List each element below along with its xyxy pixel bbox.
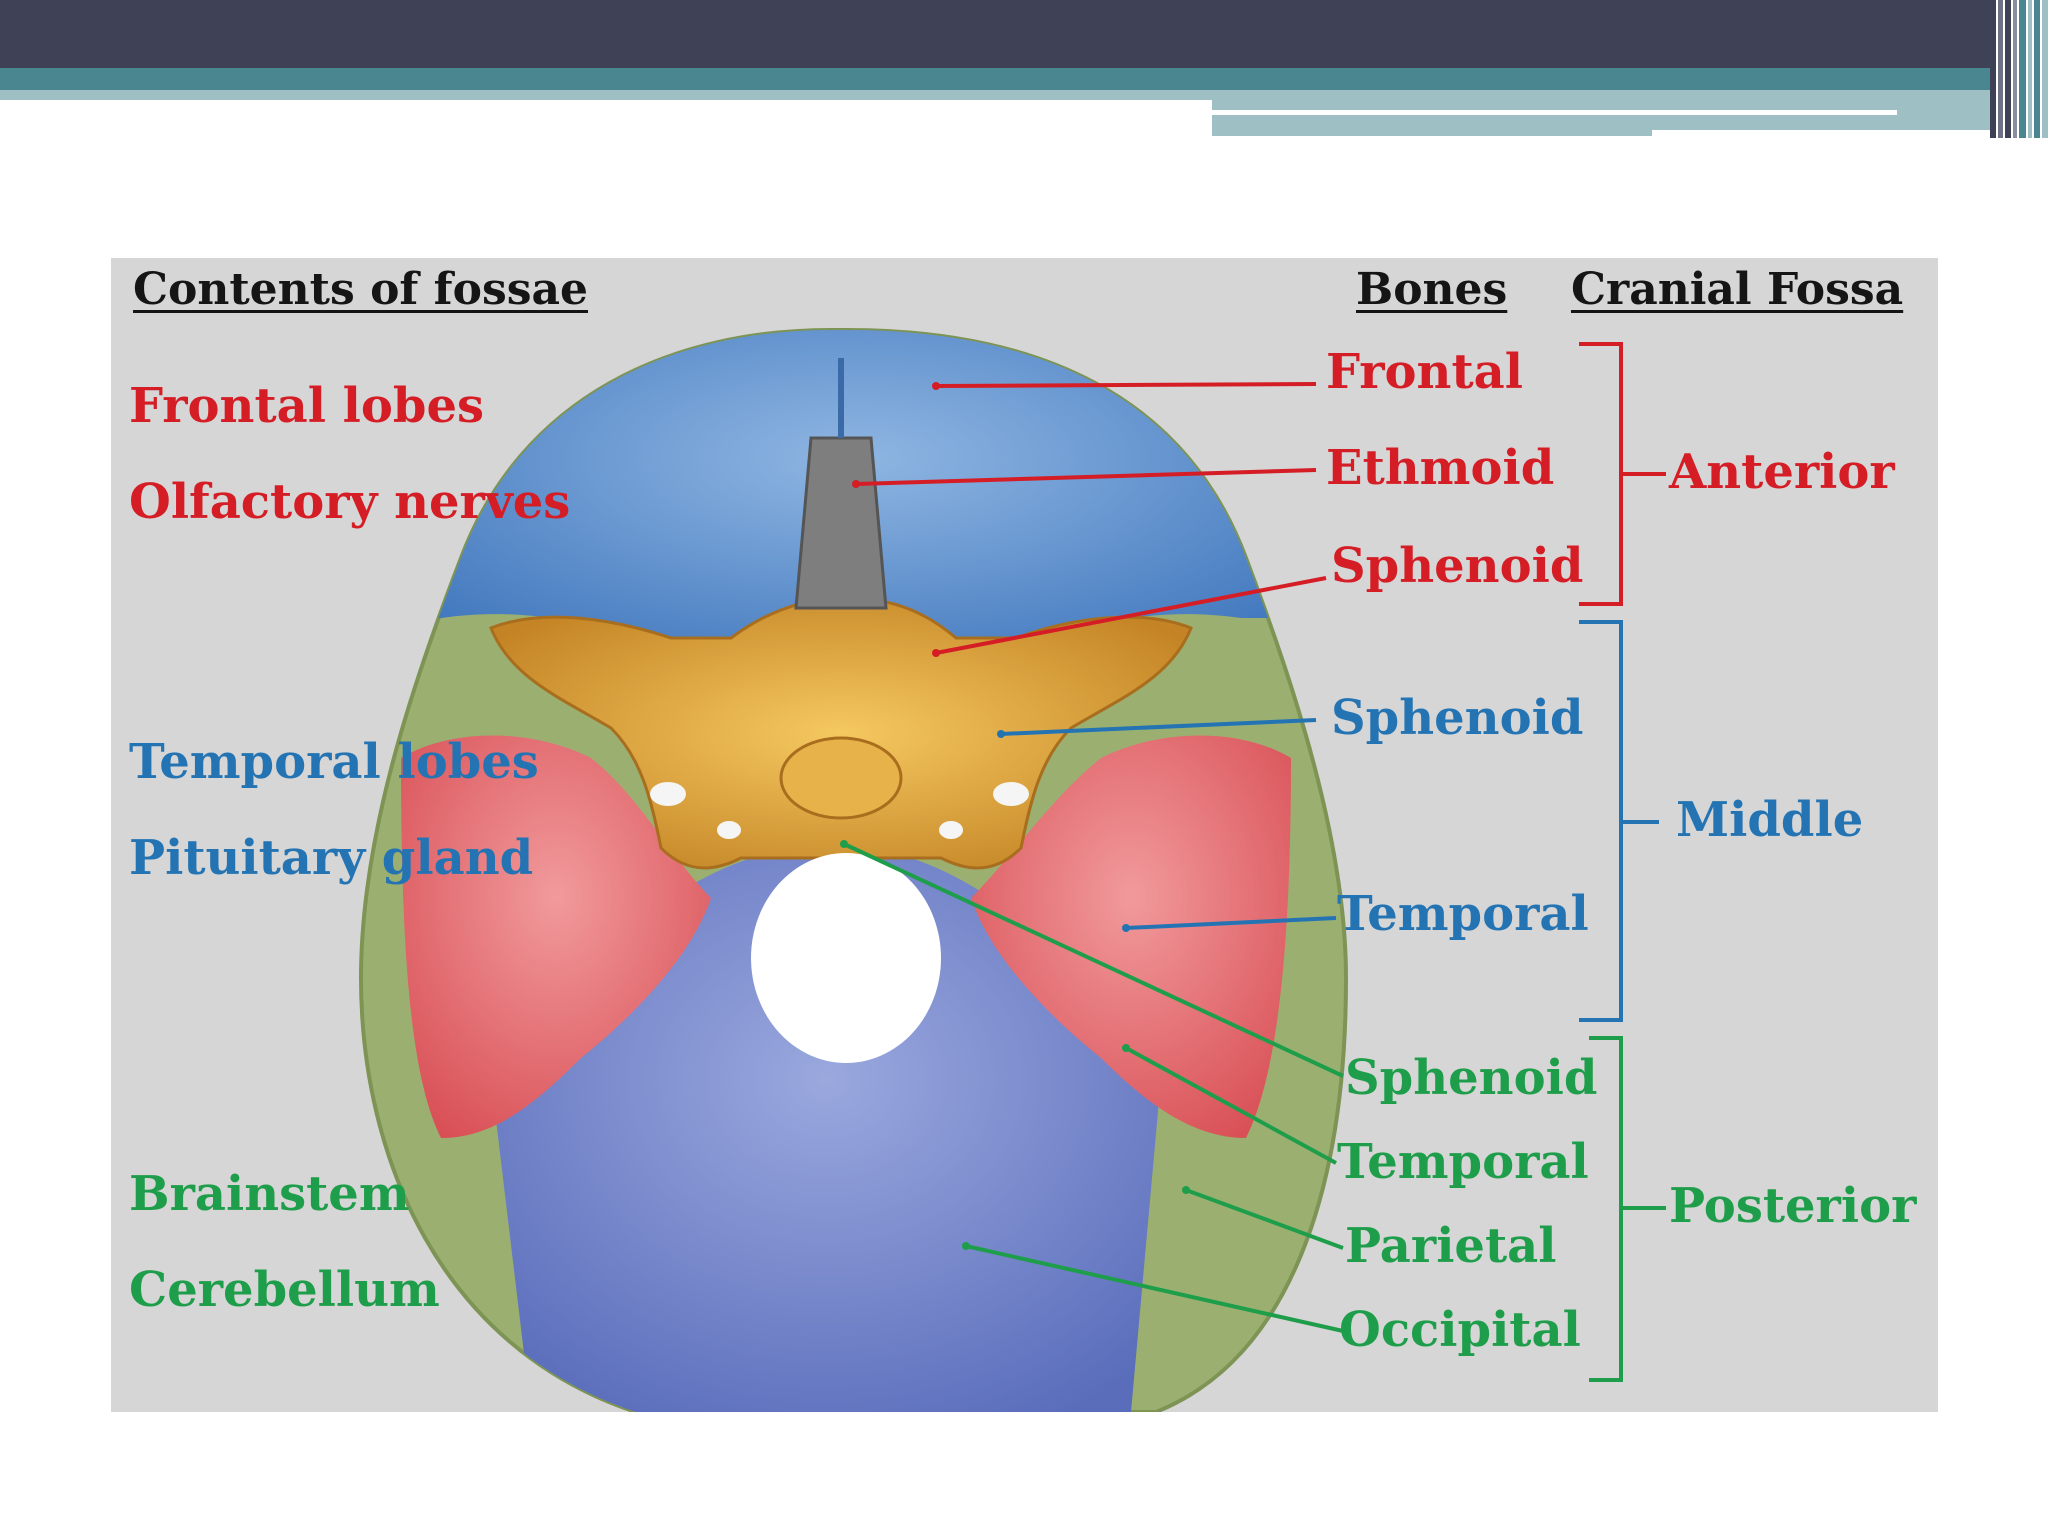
fossa-posterior: Posterior <box>1669 1178 1917 1234</box>
bone-anterior-sphenoid: Sphenoid <box>1331 538 1584 594</box>
sella-turcica <box>779 736 903 820</box>
ethmoid-bone <box>794 436 888 610</box>
foramen-magnum <box>751 853 941 1063</box>
skull-base-illustration <box>358 327 1666 1412</box>
fossa-anterior: Anterior <box>1669 444 1895 500</box>
bones-header: Bones <box>1356 264 1508 315</box>
bone-anterior-ethmoid: Ethmoid <box>1326 440 1555 496</box>
bone-middle-sphenoid: Sphenoid <box>1331 690 1584 746</box>
accent-band-notch <box>1652 130 1990 136</box>
bone-posterior-parietal: Parietal <box>1345 1218 1557 1274</box>
content-cerebellum: Cerebellum <box>129 1262 440 1318</box>
occipital-bone <box>491 858 1161 1412</box>
bone-posterior-occipital: Occipital <box>1339 1302 1581 1358</box>
content-olfactory-nerves: Olfactory nerves <box>129 474 571 530</box>
bone-posterior-temporal: Temporal <box>1337 1134 1589 1190</box>
content-brainstem: Brainstem <box>129 1166 410 1222</box>
accent-band <box>0 68 1990 90</box>
title-bar <box>0 0 1990 68</box>
bone-middle-temporal: Temporal <box>1337 886 1589 942</box>
accent-band-line <box>1212 110 1897 115</box>
accent-band-light <box>0 90 1212 100</box>
bone-posterior-sphenoid: Sphenoid <box>1345 1050 1598 1106</box>
cranial-fossae-diagram: Contents of fossae Bones Cranial Fossa F… <box>111 258 1938 1412</box>
bone-anterior-frontal: Frontal <box>1326 344 1523 400</box>
fossa-header: Cranial Fossa <box>1571 264 1904 315</box>
content-temporal-lobes: Temporal lobes <box>129 734 539 790</box>
fossa-middle: Middle <box>1676 792 1864 848</box>
temporal-bone-right <box>971 735 1291 1138</box>
temporal-bone-left <box>401 735 711 1138</box>
contents-header: Contents of fossae <box>133 264 588 315</box>
content-pituitary-gland: Pituitary gland <box>129 830 534 886</box>
content-frontal-lobes: Frontal lobes <box>129 378 485 434</box>
corner-stripes <box>1990 0 2048 138</box>
